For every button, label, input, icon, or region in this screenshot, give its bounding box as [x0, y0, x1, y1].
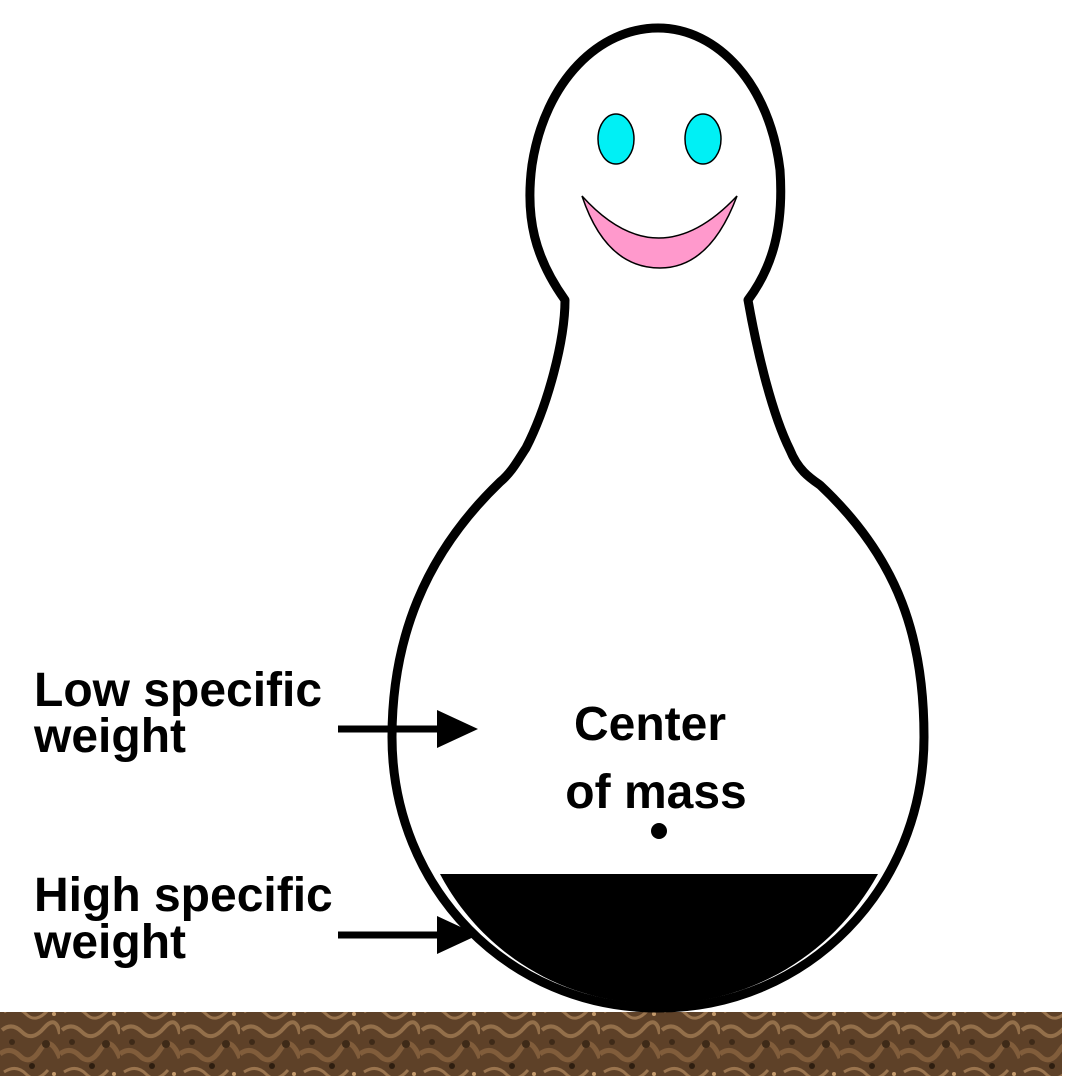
ground — [0, 1012, 1062, 1076]
low-weight-label-line1: Low specific — [34, 664, 322, 717]
high-weight-arrow — [338, 916, 478, 954]
high-weight-label-line1: High specific — [34, 869, 333, 922]
tumbler-toy — [387, 23, 929, 1013]
high-weight-label-line2: weight — [33, 916, 186, 969]
low-weight-label-line2: weight — [33, 710, 186, 763]
left-eye — [597, 113, 635, 165]
toy-outline — [387, 23, 929, 1013]
right-eye — [684, 113, 722, 165]
low-weight-arrow — [338, 710, 478, 748]
smile-mouth — [581, 195, 738, 269]
heavy-base — [440, 874, 878, 1004]
center-of-mass-label-line2: of mass — [565, 766, 746, 819]
center-of-mass-dot — [651, 823, 667, 839]
center-of-mass-label-line1: Center — [574, 698, 726, 751]
